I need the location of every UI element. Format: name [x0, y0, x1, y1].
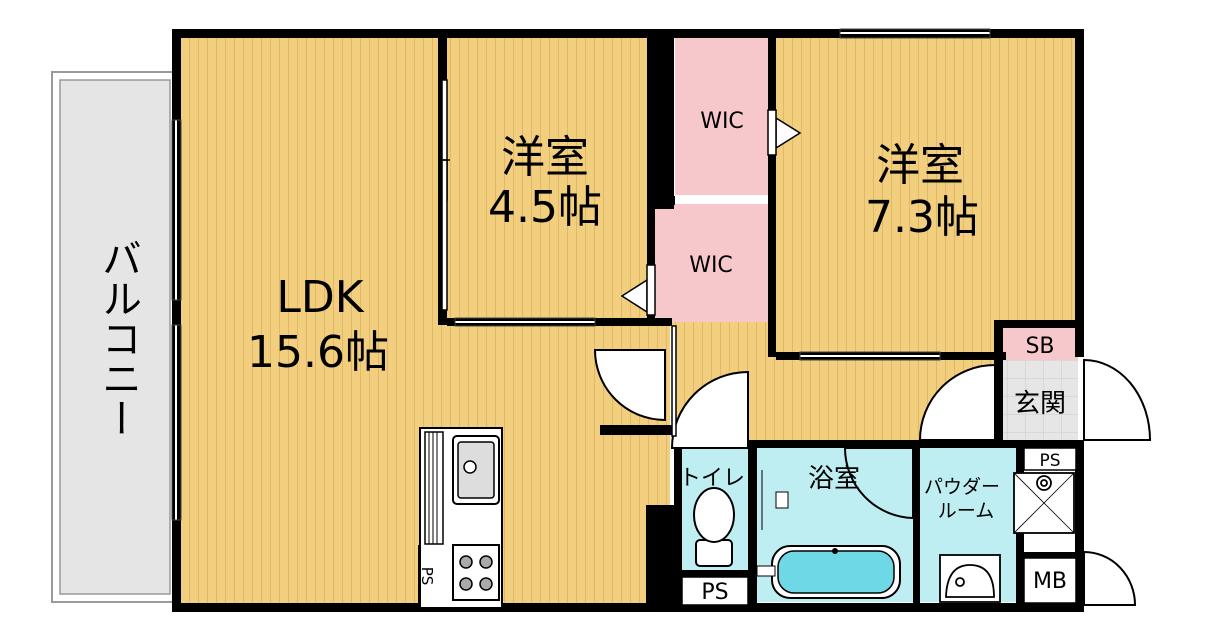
window-frames — [171, 28, 991, 521]
wic-lower-label: WIC — [689, 253, 733, 278]
room2-name-label: 洋室 — [876, 140, 964, 191]
powder-label-line1: パウダー — [924, 476, 1000, 498]
toilet-label: トイレ — [679, 466, 745, 491]
wic-upper-floor — [675, 37, 770, 195]
ldk-name-label: LDK — [276, 272, 364, 323]
room1-size-label: 4.5帖 — [488, 182, 602, 233]
powder-label-line2: ルーム — [938, 500, 994, 522]
sliding-door-hallway — [671, 325, 677, 437]
toilet-icon — [693, 487, 735, 567]
entrance-label: 玄関 — [1014, 389, 1066, 419]
wic-lower-floor — [655, 204, 768, 322]
room1-name-label: 洋室 — [501, 132, 589, 183]
bathroom-label: 浴室 — [808, 464, 860, 494]
bathtub-icon — [756, 470, 901, 599]
room2-floor — [776, 37, 1078, 357]
wic-upper-label: WIC — [700, 109, 744, 134]
balcony — [51, 71, 179, 603]
ps-kitchen-label: PS — [418, 567, 436, 586]
kitchen-counter — [419, 427, 503, 609]
ps-entry-label: PS — [1039, 451, 1060, 471]
sliding-door-room1 — [440, 79, 450, 311]
sb-label: SB — [1025, 334, 1054, 359]
windows — [175, 32, 990, 520]
ps-mb-boxes — [681, 447, 1077, 606]
room2-size-label: 7.3帖 — [865, 192, 979, 243]
vanity-icon — [939, 554, 1001, 603]
door-swings — [593, 349, 1152, 606]
balcony-label: バルコニー — [95, 238, 141, 438]
entry-floor — [1002, 360, 1078, 444]
stove-icon — [452, 544, 500, 601]
ldk-size-label: 15.6帖 — [247, 327, 389, 378]
washing-machine-icon — [1013, 472, 1075, 534]
ps-toilet-label: PS — [701, 580, 728, 605]
sb-floor — [1002, 328, 1078, 360]
mb-label: MB — [1033, 569, 1067, 594]
room1-floor — [448, 37, 648, 322]
wic-door-markers — [620, 109, 802, 316]
